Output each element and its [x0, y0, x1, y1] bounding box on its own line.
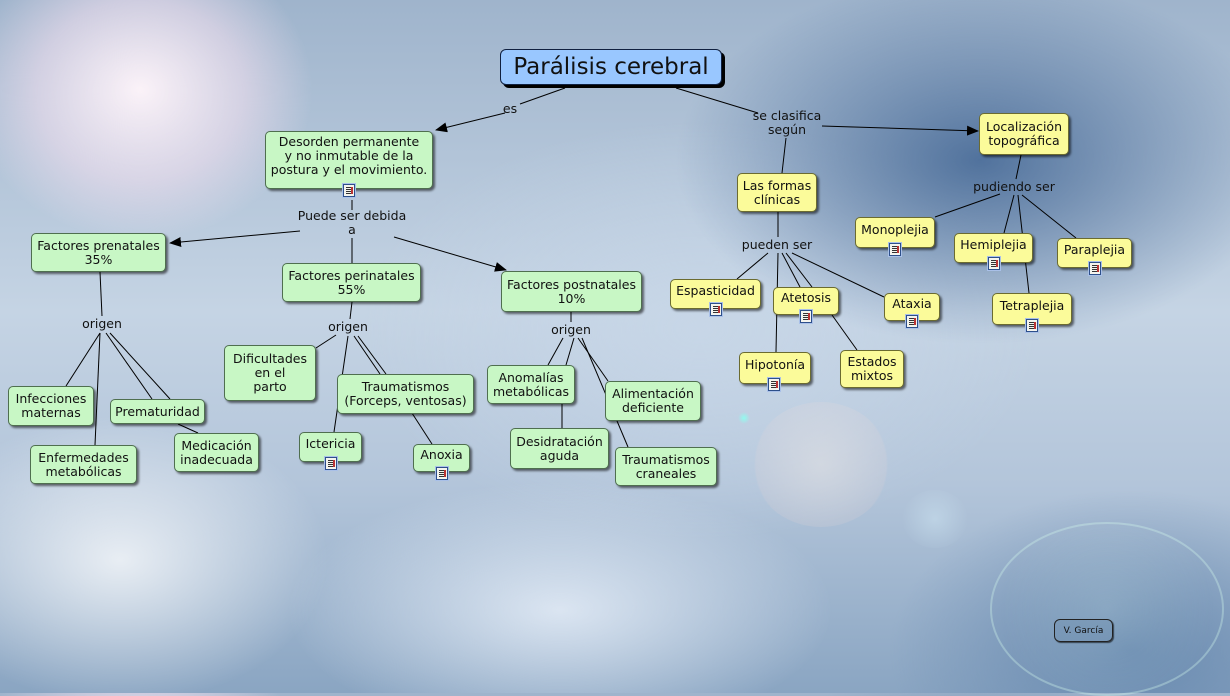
resource-document-icon[interactable]	[435, 466, 449, 481]
resource-document-icon[interactable]	[767, 377, 781, 392]
concept-label: Anoxia	[420, 447, 463, 462]
resource-document-icon[interactable]	[342, 183, 356, 198]
concept-label: Desidratación aguda	[516, 433, 603, 463]
concept-label: Hemiplejia	[960, 237, 1027, 252]
resource-document-icon[interactable]	[888, 242, 902, 257]
concept-anomalias-metabolicas[interactable]: Anomalías metabólicas	[487, 365, 575, 404]
author-credit-label: V. García	[1063, 625, 1104, 636]
concept-label: Factores postnatales 10%	[507, 276, 636, 306]
concept-label: Factores perinatales 55%	[288, 267, 415, 297]
concept-label: Tetraplejia	[999, 298, 1065, 313]
resource-document-icon[interactable]	[799, 309, 813, 324]
concept-label: Dificultades en el parto	[233, 351, 307, 394]
root-concept-label: Parálisis cerebral	[513, 54, 709, 80]
concept-label: Localización topográfica	[985, 119, 1062, 148]
concept-label: Las formas clínicas	[742, 177, 812, 207]
concept-factores-postnatales[interactable]: Factores postnatales 10%	[501, 271, 642, 312]
concept-enfermedades-metabolicas[interactable]: Enfermedades metabólicas	[30, 445, 137, 484]
concept-atetosis[interactable]: Atetosis	[773, 287, 839, 315]
concept-medicacion-inadecuada[interactable]: Medicación inadecuada	[174, 433, 259, 472]
concept-label: Enfermedades metabólicas	[38, 449, 129, 479]
concept-label: Ataxia	[892, 296, 932, 311]
concept-label: Estados mixtos	[847, 354, 897, 383]
concept-label: Desorden permanente y no inmutable de la…	[270, 134, 428, 177]
concept-paraplejia[interactable]: Paraplejia	[1057, 238, 1132, 268]
root-concept[interactable]: Parálisis cerebral	[500, 49, 722, 85]
concept-label: Espasticidad	[676, 283, 755, 298]
resource-document-icon[interactable]	[987, 256, 1001, 271]
concept-factores-prenatales[interactable]: Factores prenatales 35%	[31, 233, 166, 272]
concept-prematuridad[interactable]: Prematuridad	[110, 399, 205, 424]
resource-document-icon[interactable]	[1088, 261, 1102, 276]
concept-label: Paraplejia	[1063, 242, 1126, 257]
concept-label: Prematuridad	[115, 403, 200, 419]
concept-label: Traumatismos (Forceps, ventosas)	[344, 379, 467, 408]
concept-localizacion-topografica[interactable]: Localización topográfica	[979, 113, 1069, 155]
resource-document-icon[interactable]	[709, 302, 723, 317]
concept-estados-mixtos[interactable]: Estados mixtos	[840, 350, 904, 388]
author-credit: V. García	[1054, 619, 1113, 642]
concept-alimentacion-deficiente[interactable]: Alimentación deficiente	[605, 381, 701, 421]
concept-label: Infecciones maternas	[15, 391, 87, 420]
concept-label: Hipotonía	[744, 357, 806, 372]
resource-document-icon[interactable]	[905, 314, 919, 329]
concept-label: Factores prenatales 35%	[37, 237, 160, 267]
resource-document-icon[interactable]	[324, 456, 338, 471]
resource-document-icon[interactable]	[1025, 318, 1039, 333]
concept-label: Traumatismos craneales	[622, 451, 710, 481]
concept-desidratacion-aguda[interactable]: Desidratación aguda	[510, 428, 609, 469]
concept-traumatismos-craneales[interactable]: Traumatismos craneales	[615, 447, 717, 486]
concept-dificultades-parto[interactable]: Dificultades en el parto	[224, 345, 316, 401]
concept-traumatismos-forceps[interactable]: Traumatismos (Forceps, ventosas)	[337, 374, 474, 414]
concept-label: Atetosis	[781, 290, 831, 305]
concept-infecciones-maternas[interactable]: Infecciones maternas	[8, 386, 94, 426]
concept-label: Anomalías metabólicas	[492, 369, 569, 399]
concept-monoplejia[interactable]: Monoplejia	[855, 217, 935, 248]
concept-formas-clinicas[interactable]: Las formas clínicas	[737, 173, 817, 212]
concept-label: Ictericia	[305, 436, 356, 451]
concept-label: Medicación inadecuada	[180, 437, 253, 467]
concept-label: Alimentación deficiente	[612, 386, 694, 415]
concept-desorden[interactable]: Desorden permanente y no inmutable de la…	[265, 131, 433, 189]
concept-label: Monoplejia	[861, 221, 929, 237]
concept-factores-perinatales[interactable]: Factores perinatales 55%	[282, 263, 421, 302]
